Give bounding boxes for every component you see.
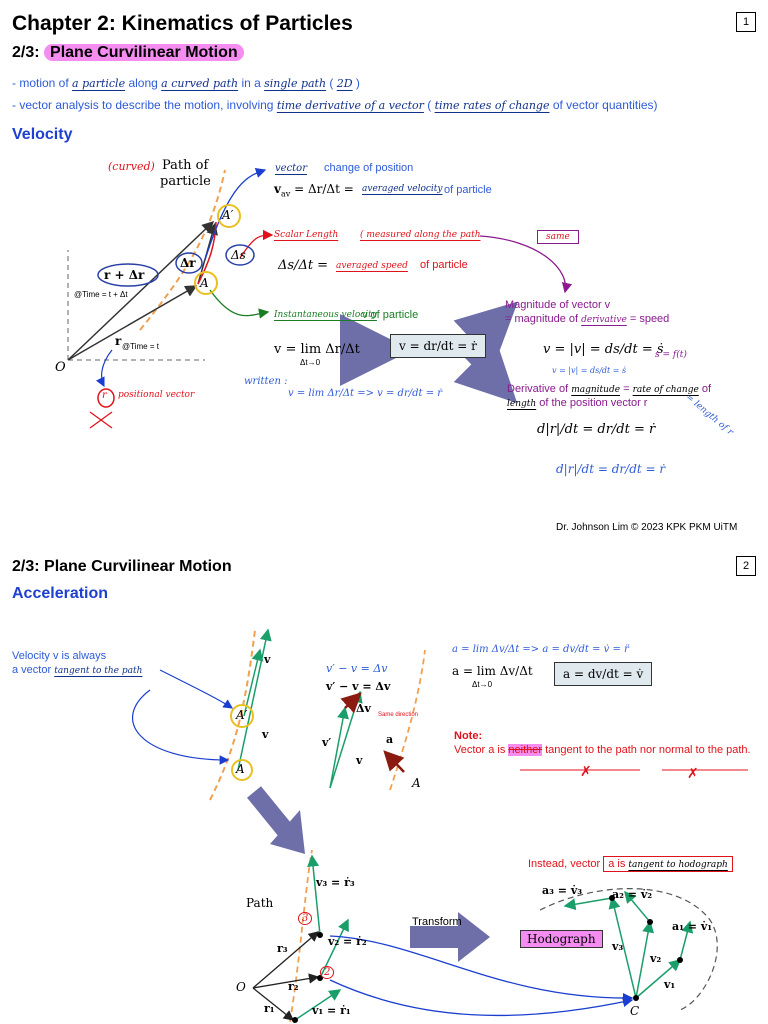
a1-label: a₁ = v̇₁	[672, 920, 713, 933]
v-of-particle: v of particle	[362, 309, 419, 321]
path-label: Path	[246, 896, 274, 910]
section-subtitle: 2/3: Plane Curvilinear Motion	[12, 44, 244, 62]
written-formula: v = lim Δr/Δt => v = dr/dt = ṙ	[288, 388, 443, 399]
r3-label: r₃	[277, 942, 288, 955]
vabs-note: v = |v| = ds/dt = ṡ	[552, 366, 627, 375]
transform-label: Transform	[412, 916, 462, 928]
scalar-length-note: Scalar Length	[274, 230, 339, 240]
vprime-print: v′ − v = Δv	[326, 680, 391, 693]
point-a-label: A	[200, 276, 209, 290]
a-label: A	[236, 762, 245, 776]
change-of-position: change of position	[324, 162, 414, 174]
v3-r3-label: v₃ = ṙ₃	[316, 876, 355, 889]
vav-formula: vav = Δr/Δt =	[274, 182, 354, 199]
intro-line-2: - vector analysis to describe the motion…	[12, 98, 658, 112]
page-title: Chapter 2: Kinematics of Particles	[12, 12, 353, 35]
subtitle-prefix: 2/3:	[12, 44, 40, 61]
averaged-speed-fill: averaged speed	[336, 261, 408, 271]
vector-note: vector	[275, 163, 307, 174]
hodo-v3-label: v₃	[612, 940, 624, 953]
lim-formula: v = lim Δr/Δt	[274, 342, 360, 357]
page-number: 1	[736, 12, 756, 32]
delta-v-label: Δv	[356, 702, 371, 715]
vprime-hand: v′ − v = Δv	[326, 662, 388, 675]
delta-r-label: Δr	[180, 256, 196, 270]
r-plus-dr-label: r + Δr	[104, 268, 145, 282]
hodograph-label: Hodograph	[520, 930, 603, 948]
a-lim-formula: a = lim Δv/Δt	[452, 664, 533, 678]
magnitude-line-2: = magnitude of derivative = speed	[505, 313, 670, 325]
a-point-label: A	[412, 776, 421, 790]
inst-velocity-note: Instantaneous velocity	[274, 310, 377, 320]
r2-label: r₂	[288, 980, 299, 993]
circle-3: 3	[298, 912, 313, 925]
origin-label-2: O	[236, 980, 246, 994]
ds-dt-formula: Δs/Δt =	[278, 258, 329, 273]
circle-2: 2	[320, 966, 335, 979]
averaged-velocity-fill: averaged velocity	[362, 184, 443, 194]
origin-label: O	[55, 360, 66, 375]
velocity-heading: Velocity	[12, 126, 73, 143]
a-lim-hand: a = lim Δv/Δt => a = dv/dt = v̇ = r̈	[452, 644, 629, 655]
point-a-prime-label: A′	[222, 208, 234, 222]
of-particle-red: of particle	[420, 259, 468, 271]
footer-credit: Dr. Johnson Lim © 2023 KPK PKM UiTM	[556, 522, 738, 533]
positional-vector-note: positional vector	[118, 390, 195, 400]
r-plus-dr-vector	[67, 220, 215, 361]
r-circle-label: r	[102, 390, 107, 401]
r-label: r	[115, 334, 122, 348]
acceleration-box-formula: a = dv/dt = v̇	[554, 662, 653, 686]
v1-r1-label: v₁ = ṙ₁	[312, 1004, 351, 1017]
a-circle-label: a	[386, 733, 394, 746]
note-text: Vector a is neither tangent to the path …	[454, 744, 751, 756]
derivative-line-1: Derivative of magnitude = rate of change…	[507, 383, 712, 395]
dr-hand-formula: d|r|/dt = dr/dt = ṙ	[556, 462, 666, 476]
note-title: Note:	[454, 730, 483, 742]
magnitude-line-1: Magnitude of vector v	[505, 299, 611, 311]
velocity-tangent-line-1: Velocity v is always	[12, 650, 107, 662]
r1-label: r₁	[264, 1002, 275, 1015]
velocity-box-formula: v = dr/dt = ṙ	[390, 334, 486, 358]
page2-number: 2	[736, 556, 756, 576]
c-label: C	[630, 1004, 640, 1018]
time-t-label: @Time = t	[122, 342, 159, 351]
subtitle-highlight: Plane Curvilinear Motion	[44, 44, 244, 61]
velocity-tangent-line-2: a vector tangent to the path	[12, 664, 143, 676]
page2-subtitle: 2/3: Plane Curvilinear Motion	[12, 558, 232, 575]
s-ft-note: s = f(t)	[655, 350, 687, 360]
v-prime-label: v′	[322, 736, 332, 749]
svg-text:✗: ✗	[580, 764, 592, 780]
a-lim-subscript: Δt→0	[472, 680, 493, 689]
acceleration-heading: Acceleration	[12, 585, 109, 602]
lim-subscript: Δt→0	[300, 358, 321, 367]
r-vector	[67, 285, 198, 361]
hodo-v2-label: v₂	[650, 952, 662, 965]
a3-label: a₃ = v̇₃	[542, 884, 583, 897]
a-prime-label: A′	[236, 708, 248, 722]
measured-along-note: ( measured along the path	[360, 230, 481, 240]
time-dt-label: @Time = t + Δt	[74, 290, 128, 299]
particle-path	[139, 169, 226, 331]
v-lower-label: v	[262, 728, 269, 741]
instead-text: Instead, vector a is tangent to hodograp…	[528, 856, 733, 872]
same-box: same	[537, 230, 579, 244]
acceleration-diagram: ✗ ✗	[131, 628, 748, 1023]
path-label-2: particle	[160, 174, 211, 189]
written-label: written :	[244, 376, 288, 387]
a2-label: a₂ = v̇₂	[612, 888, 653, 901]
intro-line-1: - motion of a particle along a curved pa…	[12, 76, 360, 90]
v-upper-label: v	[264, 653, 271, 666]
speed-formula: v = |v| = ds/dt = ṡ	[543, 342, 664, 357]
curved-note: (curved)	[108, 160, 155, 173]
delta-s-label: Δs	[231, 248, 246, 262]
of-particle-blue: of particle	[444, 184, 492, 196]
same-direction-note: Same direction	[378, 712, 419, 718]
dr-formula: d|r|/dt = dr/dt = ṙ	[537, 422, 656, 437]
hodo-v1-label: v₁	[664, 978, 676, 991]
derivative-line-2: length of the position vector r	[507, 397, 648, 409]
v-triangle-label: v	[356, 754, 363, 767]
v2-r2-label: v₂ = ṙ₂	[328, 935, 367, 948]
svg-text:✗: ✗	[687, 766, 699, 782]
path-label-1: Path of	[162, 158, 209, 173]
